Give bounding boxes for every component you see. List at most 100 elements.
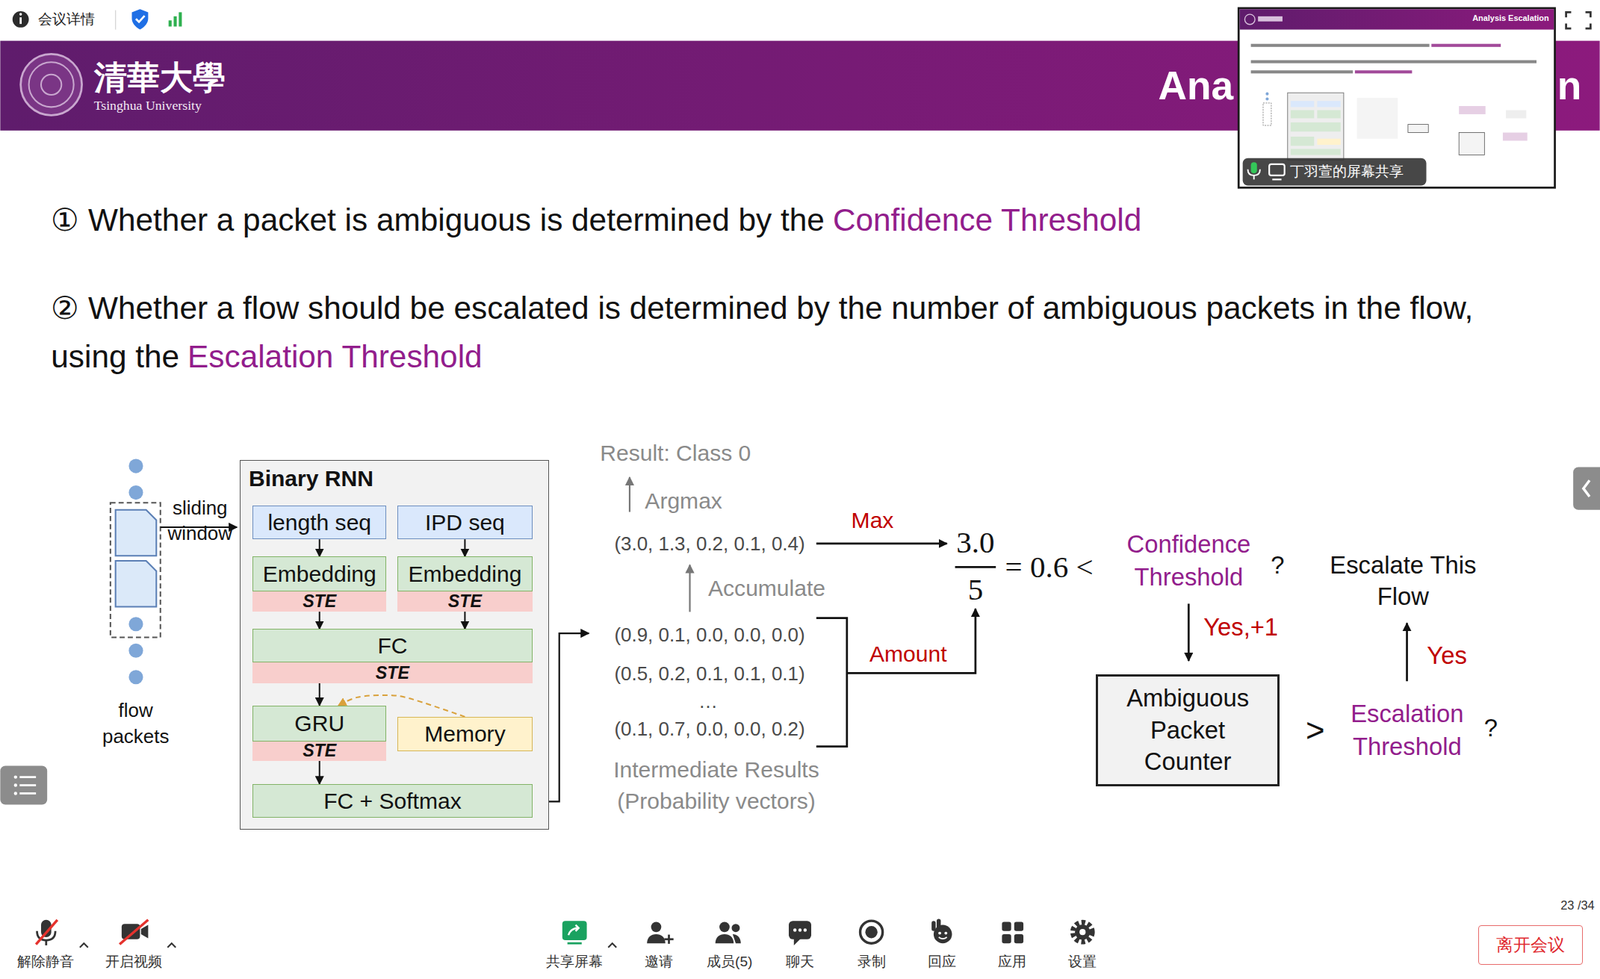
meeting-toolbar-part bbox=[651, 922, 662, 933]
comparison: > bbox=[1305, 711, 1326, 750]
bullet-text: ① Whether a packet is ambiguous is deter… bbox=[50, 202, 825, 238]
box-text: IPD seq bbox=[425, 510, 505, 536]
side-controls-part bbox=[19, 792, 36, 795]
meeting-toolbar-part bbox=[119, 920, 148, 945]
layer-box: FCSTE bbox=[252, 628, 532, 683]
meeting-top-bar-part bbox=[12, 11, 30, 28]
shared-screen-thumbnail-part bbox=[1458, 106, 1486, 115]
thumbnail-title: Analysis Escalation bbox=[1472, 13, 1549, 24]
meeting-info-link: 会议详情 bbox=[38, 10, 95, 28]
threshold-label: Escalation Threshold bbox=[1330, 698, 1484, 764]
box-text: Binary RNN bbox=[240, 460, 549, 496]
shared-screen-thumbnail-part bbox=[1244, 14, 1255, 25]
meeting-toolbar-part bbox=[793, 928, 797, 932]
shared-screen-thumbnail-part bbox=[1316, 100, 1341, 107]
slide-title-fragment: n bbox=[1557, 61, 1583, 110]
toolbar-label: 应用 bbox=[997, 953, 1027, 972]
threshold-label: Confidence Threshold bbox=[1112, 528, 1266, 594]
meeting-toolbar-part bbox=[646, 934, 666, 944]
side-controls-part bbox=[14, 783, 18, 787]
meeting-toolbar-part bbox=[732, 934, 741, 944]
box-text: Ambiguous Packet Counter bbox=[1111, 682, 1265, 779]
figure-label: flow packets bbox=[94, 697, 177, 750]
meeting-top-bar-part bbox=[19, 17, 22, 24]
key-term: Escalation Threshold bbox=[187, 339, 483, 375]
input-box: length seq bbox=[252, 505, 387, 540]
result-label: Result: Class 0 bbox=[599, 439, 751, 467]
memory-box: Memory bbox=[397, 717, 532, 752]
meeting-toolbar-part bbox=[931, 921, 936, 932]
step-label: Argmax bbox=[644, 487, 723, 515]
connector-arrow bbox=[463, 539, 466, 557]
side-controls-part bbox=[1573, 466, 1600, 510]
shared-screen-thumbnail-part bbox=[1248, 169, 1261, 176]
toolbar-label: 成员(5) bbox=[706, 953, 753, 972]
figure-decor bbox=[110, 459, 1408, 830]
toolbar-label: 设置 bbox=[1068, 953, 1097, 972]
figure-decor-part bbox=[1187, 603, 1190, 661]
meeting-top-bar-part bbox=[168, 20, 172, 27]
vector-value: (3.0, 1.3, 0.2, 0.1, 0.4) bbox=[614, 533, 805, 557]
shared-screen-thumbnail-part bbox=[1269, 164, 1285, 176]
connector-arrow bbox=[318, 539, 321, 557]
figure-decor-part bbox=[110, 502, 161, 638]
toolbar-label: 开启视频 bbox=[105, 953, 163, 972]
meeting-toolbar-part bbox=[608, 943, 617, 948]
shared-screen-thumbnail-part bbox=[1287, 92, 1344, 160]
meeting-top-bar-part bbox=[132, 8, 149, 30]
figure-decor-part bbox=[549, 633, 589, 802]
meeting-toolbar-part bbox=[933, 925, 953, 945]
figure-decor-part bbox=[239, 460, 550, 830]
figure-decor-part bbox=[816, 543, 948, 546]
layer-box: GRUSTE bbox=[252, 705, 387, 762]
meeting-toolbar-part bbox=[667, 935, 671, 945]
counter-box: Ambiguous Packet Counter bbox=[1095, 674, 1280, 787]
meeting-toolbar-part bbox=[1079, 929, 1086, 936]
figure-decor-part bbox=[128, 670, 143, 685]
figure-decor-part bbox=[115, 510, 157, 556]
action-label: Escalate This Flow bbox=[1326, 549, 1480, 614]
meeting-toolbar-part bbox=[798, 928, 802, 932]
toolbar-label: 邀请 bbox=[644, 953, 674, 972]
shared-screen-thumbnail-part bbox=[1265, 92, 1269, 96]
shared-screen-thumbnail-part bbox=[1251, 44, 1430, 48]
shared-screen-thumbnail-part bbox=[1354, 70, 1412, 74]
arrow-label: Amount bbox=[869, 640, 948, 668]
side-controls-part bbox=[1583, 480, 1590, 497]
figure-decor-part bbox=[128, 616, 143, 632]
shared-screen-thumbnail-part bbox=[1290, 122, 1341, 132]
meeting-top-bar-part bbox=[174, 16, 178, 27]
connector-arrow bbox=[318, 761, 321, 785]
shared-screen-thumbnail-part bbox=[1263, 103, 1272, 126]
box-text: FC bbox=[252, 628, 532, 663]
meeting-toolbar bbox=[35, 918, 1093, 948]
connector-arrow bbox=[463, 611, 466, 629]
box-text: 离开会议 bbox=[1496, 933, 1565, 957]
connector-arrow bbox=[318, 611, 321, 629]
figure-decor-part bbox=[847, 608, 976, 674]
figure-decor-part bbox=[128, 485, 143, 500]
caption-label: Intermediate Results (Probability vector… bbox=[593, 754, 839, 818]
comparison: = 0.6 < bbox=[1005, 549, 1094, 586]
ste-band: STE bbox=[397, 591, 532, 612]
vector-value: (0.1, 0.7, 0.0, 0.0, 0.2) bbox=[614, 717, 805, 741]
meeting-toolbar-part bbox=[938, 937, 948, 939]
university-name-en: Tsinghua University bbox=[94, 97, 202, 114]
meeting-toolbar-part bbox=[715, 934, 735, 944]
meeting-top-bar-part bbox=[135, 15, 145, 22]
box-text: FC + Softmax bbox=[323, 788, 462, 815]
box-text: length seq bbox=[267, 510, 372, 536]
shared-screen-thumbnail-part bbox=[1290, 100, 1314, 107]
output-layer-box: FC + Softmax bbox=[252, 784, 532, 818]
figure-decor-part bbox=[115, 560, 157, 607]
university-name: 清華大學 bbox=[94, 58, 226, 98]
ste-band: STE bbox=[252, 741, 387, 762]
meeting-toolbar-part bbox=[562, 921, 588, 941]
shared-screen-thumbnail-part bbox=[1272, 178, 1282, 181]
meeting-toolbar-part bbox=[936, 918, 941, 930]
meeting-toolbar-part bbox=[803, 928, 807, 932]
side-controls-part bbox=[14, 791, 18, 795]
slide-title-fragment: Ana bbox=[1157, 61, 1234, 110]
